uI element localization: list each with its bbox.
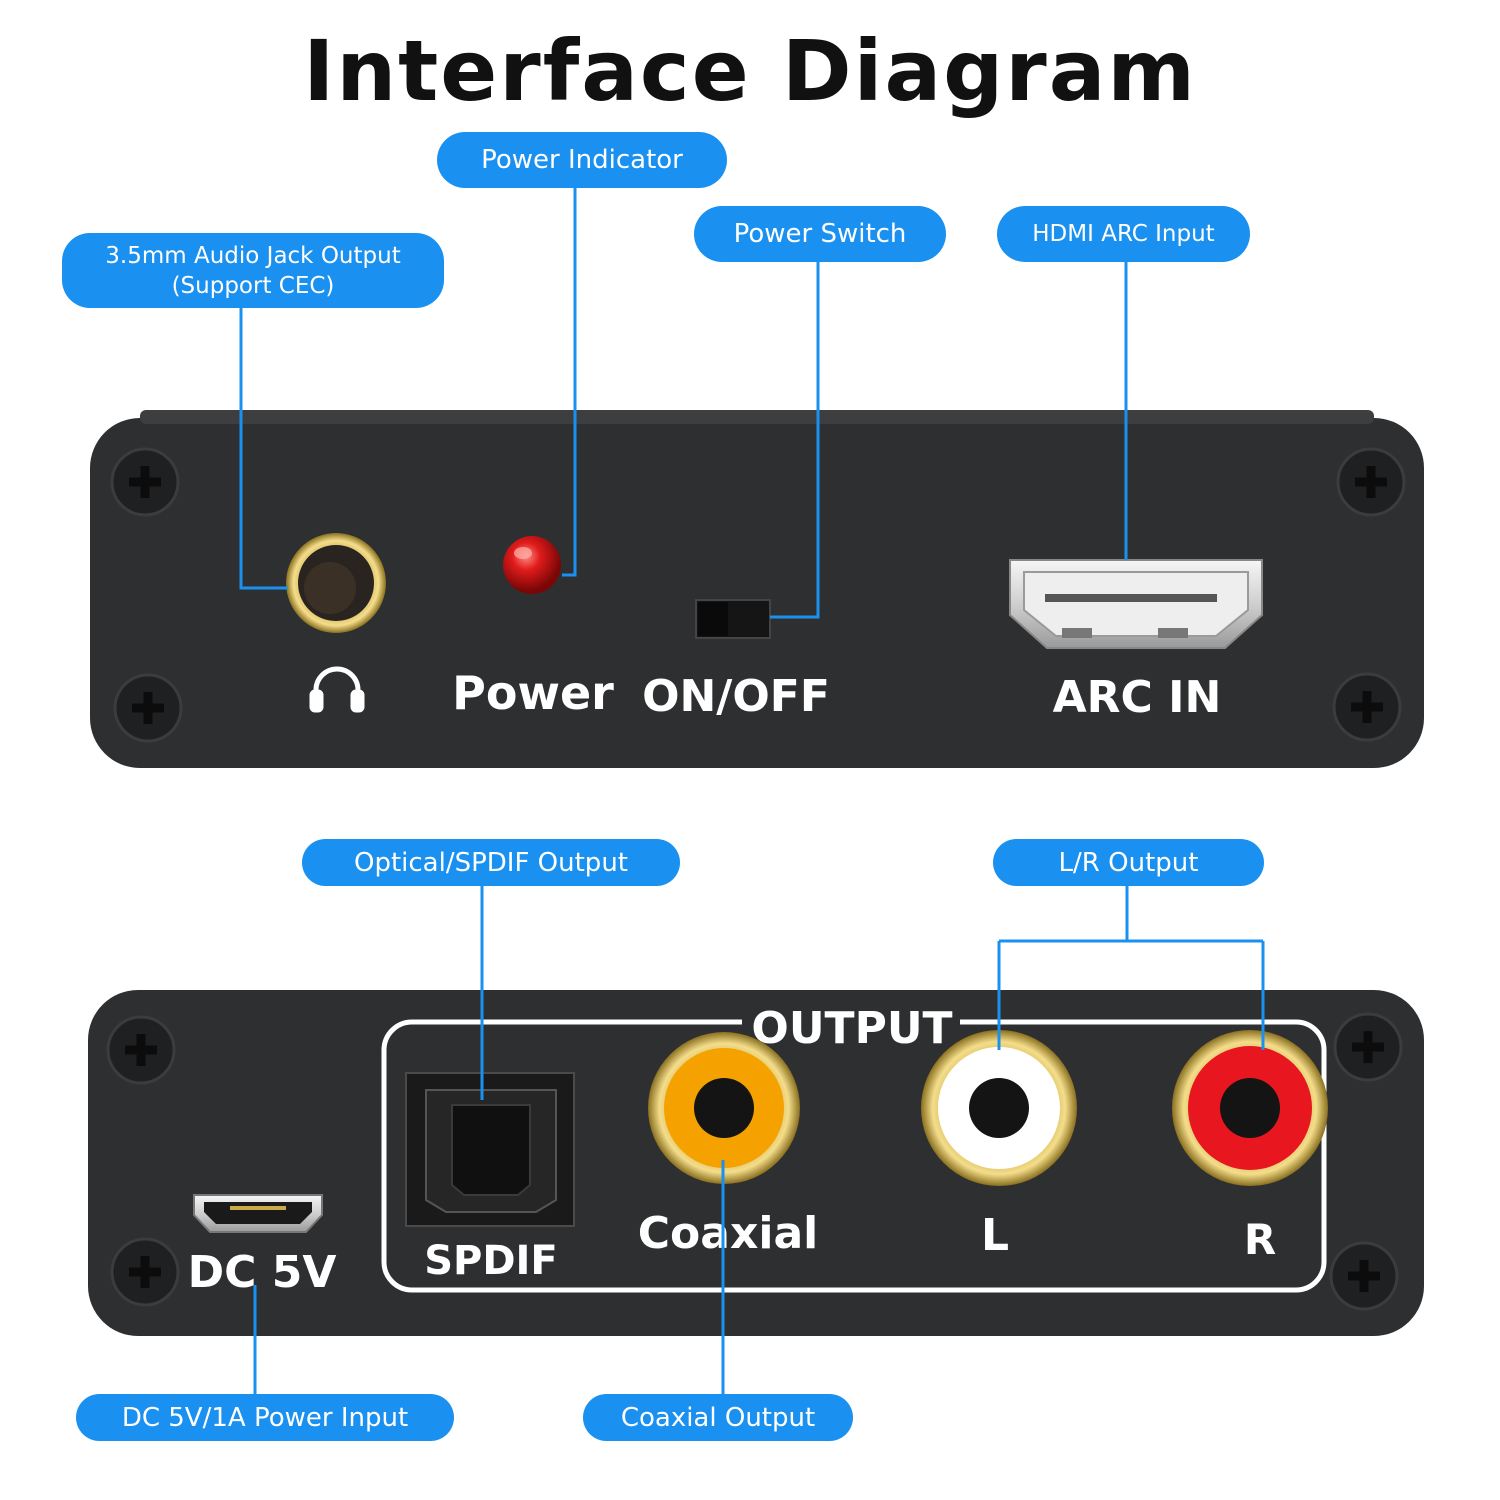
spdif-port[interactable]: [405, 1072, 575, 1227]
led-icon: [503, 536, 561, 594]
right-rca-port[interactable]: [1172, 1030, 1328, 1186]
audio-jack-port[interactable]: [286, 533, 386, 633]
front-panel: [90, 410, 1424, 768]
left-rca-port[interactable]: [921, 1030, 1077, 1186]
callout-power-switch: Power Switch: [694, 206, 946, 262]
leader-power-switch: [770, 262, 820, 619]
coaxial-rca-port[interactable]: [648, 1032, 800, 1184]
screw-icon: [110, 1237, 180, 1307]
coaxial-label: Coaxial: [638, 1208, 818, 1259]
output-frame: [381, 1019, 1327, 1293]
headphones-icon: [309, 666, 365, 713]
leader-lr: [997, 885, 1265, 1050]
leader-audio-jack: [239, 308, 288, 590]
left-label: L: [981, 1210, 1009, 1261]
leader-power-indicator: [562, 188, 577, 577]
hdmi-port[interactable]: [1009, 559, 1263, 649]
dc-label: DC 5V: [188, 1247, 337, 1298]
screw-icon: [113, 673, 183, 743]
screw-icon: [106, 1015, 176, 1085]
screw-icon: [1336, 447, 1406, 517]
screw-icon: [1329, 1241, 1399, 1311]
switch-label: ON/OFF: [642, 671, 830, 722]
callout-dc-input: DC 5V/1A Power Input: [76, 1394, 454, 1441]
screw-icon: [1332, 672, 1402, 742]
callout-coaxial: Coaxial Output: [583, 1394, 853, 1441]
dc-power-port[interactable]: [193, 1194, 323, 1233]
page-title: Interface Diagram: [303, 22, 1197, 120]
callout-lr-output: L/R Output: [993, 839, 1264, 886]
spdif-label: SPDIF: [424, 1238, 558, 1284]
power-switch[interactable]: [695, 599, 771, 639]
arc-label: ARC IN: [1053, 672, 1222, 723]
power-label: Power: [452, 666, 614, 720]
screw-icon: [110, 447, 180, 517]
callout-audio-jack: 3.5mm Audio Jack Output (Support CEC): [62, 233, 444, 308]
output-label: OUTPUT: [751, 1003, 952, 1054]
callout-optical: Optical/SPDIF Output: [302, 839, 680, 886]
callout-hdmi-arc: HDMI ARC Input: [997, 206, 1250, 262]
leader-lines: [239, 188, 1265, 1394]
screw-icon: [1333, 1012, 1403, 1082]
right-label: R: [1244, 1215, 1276, 1264]
callout-power-indicator: Power Indicator: [437, 132, 727, 188]
